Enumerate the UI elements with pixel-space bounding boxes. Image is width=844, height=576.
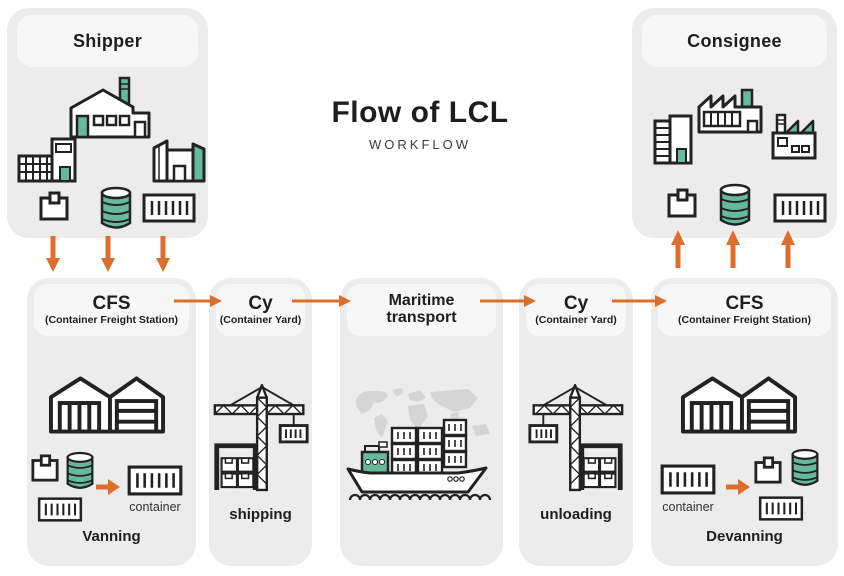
stage-caption: unloading	[540, 506, 612, 523]
arrow-right-icon	[726, 479, 750, 495]
stage-caption: shipping	[229, 506, 292, 523]
stage-subtitle: (Container Freight Station)	[45, 314, 178, 326]
barrel-icon	[791, 448, 819, 486]
arrow-right-icon	[612, 295, 667, 307]
stage-caption: Vanning	[82, 528, 141, 545]
container-icon	[773, 193, 827, 223]
stage-cy-destination-card: Cy (Container Yard)	[519, 278, 633, 566]
arrow-right-icon	[174, 295, 222, 307]
arrow-up-icon	[671, 230, 685, 268]
crane-icon	[213, 383, 309, 492]
stage-subtitle: (Container Yard)	[219, 314, 302, 326]
stage-title: CFS	[92, 293, 131, 314]
barrel-icon	[66, 451, 94, 489]
factory-icon	[69, 76, 151, 139]
arrow-down-icon	[101, 236, 115, 272]
arrow-up-icon	[726, 230, 740, 268]
arrow-right-icon	[480, 295, 536, 307]
container-icon	[278, 424, 309, 444]
container-icon	[758, 496, 804, 521]
stage-cfs-origin-header: CFS (Container Freight Station)	[34, 284, 189, 336]
consignee-title: Consignee	[687, 30, 782, 51]
container-icon	[528, 424, 559, 444]
stage-cfs-destination-card: CFS (Container Freight Station) containe…	[651, 278, 838, 566]
arrow-down-icon	[156, 236, 170, 272]
container-stack	[390, 418, 468, 477]
stage-title: CFS	[725, 293, 764, 314]
box-icon	[754, 456, 782, 484]
arrow-right-icon	[292, 295, 351, 307]
box-icon	[667, 188, 697, 218]
waves	[348, 493, 492, 501]
crane-icon	[528, 383, 624, 492]
stage-subtitle: (Container Freight Station)	[678, 314, 811, 326]
city-buildings-icon	[152, 139, 206, 183]
stage-cy-origin-card: Cy (Container Yard) shipping	[209, 278, 312, 566]
container-label: container	[662, 500, 714, 514]
shipper-title: Shipper	[72, 30, 143, 51]
container-label: container	[129, 500, 181, 514]
shipper-header: Shipper	[17, 15, 198, 67]
small-factory-icon	[771, 113, 817, 160]
sawtooth-factory-icon	[697, 88, 763, 134]
warehouse-icon	[48, 376, 166, 434]
stage-caption: Devanning	[706, 528, 783, 545]
office-building-icon	[17, 137, 77, 183]
stage-title: Cy	[563, 293, 589, 314]
stage-cfs-origin-card: CFS (Container Freight Station)	[27, 278, 196, 566]
container-icon	[37, 497, 83, 522]
storage-rack-icon	[214, 443, 258, 490]
container-icon	[660, 464, 716, 495]
stage-cfs-destination-header: CFS (Container Freight Station)	[658, 284, 831, 336]
box-icon	[31, 454, 59, 482]
consignee-header: Consignee	[642, 15, 827, 67]
stage-cy-origin-header: Cy (Container Yard)	[216, 284, 305, 336]
stage-maritime-header: Maritime transport	[347, 284, 496, 336]
container-icon	[142, 193, 196, 223]
container-icon	[127, 465, 183, 496]
consignee-card: Consignee	[632, 8, 837, 238]
stage-cy-destination-header: Cy (Container Yard)	[526, 284, 626, 336]
arrow-down-icon	[46, 236, 60, 272]
world-map	[356, 388, 490, 438]
warehouse-icon	[680, 376, 798, 434]
stage-title: Maritime transport	[386, 292, 457, 326]
arrow-right-icon	[96, 479, 120, 495]
page-subtitle: WORKFLOW	[369, 137, 471, 152]
tall-building-icon	[653, 114, 693, 165]
barrel-icon	[719, 183, 751, 226]
box-icon	[39, 191, 69, 221]
stage-title: Cy	[248, 293, 273, 314]
arrow-up-icon	[781, 230, 795, 268]
cargo-ship-icon	[346, 388, 492, 501]
barrel-icon	[100, 186, 132, 229]
page-title: Flow of LCL	[331, 96, 509, 129]
title-block: Flow of LCL WORKFLOW	[260, 96, 580, 152]
stage-subtitle: (Container Yard)	[535, 314, 617, 326]
storage-rack-icon	[579, 443, 623, 490]
shipper-card: Shipper	[7, 8, 208, 238]
stage-maritime-card: Maritime transport	[340, 278, 503, 566]
